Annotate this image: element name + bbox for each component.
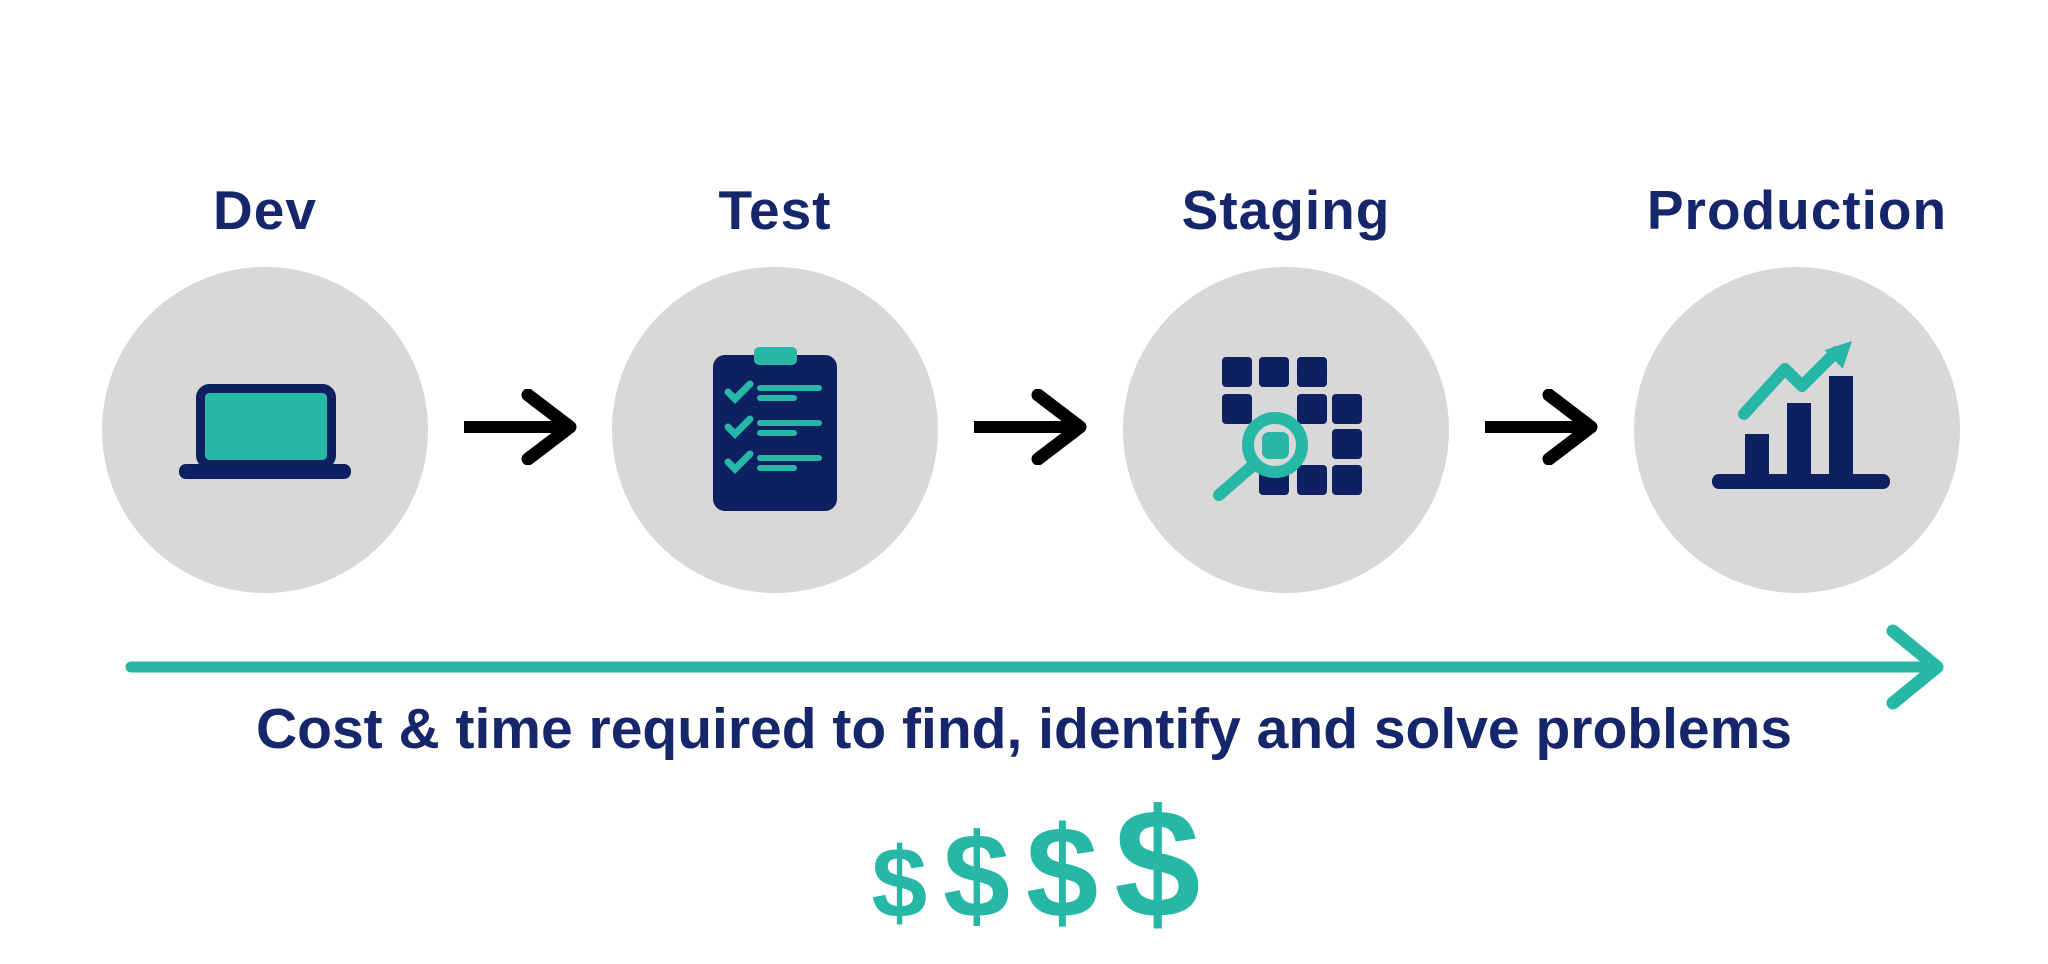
search-grid-icon <box>1212 357 1362 501</box>
dollar-sign-1: $ <box>871 827 928 939</box>
stage-label-staging: Staging <box>1181 179 1391 241</box>
arrow-right-icon <box>464 389 577 465</box>
stage-circle-production <box>1634 267 1960 593</box>
cost-time-caption: Cost & time required to find, identify a… <box>255 697 1793 761</box>
stage-circle-dev <box>102 267 428 593</box>
stage-circle-test <box>612 267 938 593</box>
laptop-icon <box>179 384 351 479</box>
stage-label-production: Production <box>1646 179 1948 241</box>
stage-circle-staging <box>1123 267 1449 593</box>
dollar-sign-3: $ <box>1025 799 1099 945</box>
growth-chart-icon <box>1712 341 1890 489</box>
arrow-right-icon <box>1485 389 1598 465</box>
dollar-sign-2: $ <box>943 809 1010 943</box>
cost-dollar-signs: $ $ $ $ <box>12 786 2048 956</box>
stage-label-test: Test <box>718 179 832 241</box>
stage-label-dev: Dev <box>213 179 317 241</box>
cost-timeline-arrow-icon <box>125 624 1944 710</box>
dollar-sign-4: $ <box>1114 777 1201 950</box>
checklist-clipboard-icon <box>713 347 837 511</box>
arrow-right-icon <box>974 389 1087 465</box>
